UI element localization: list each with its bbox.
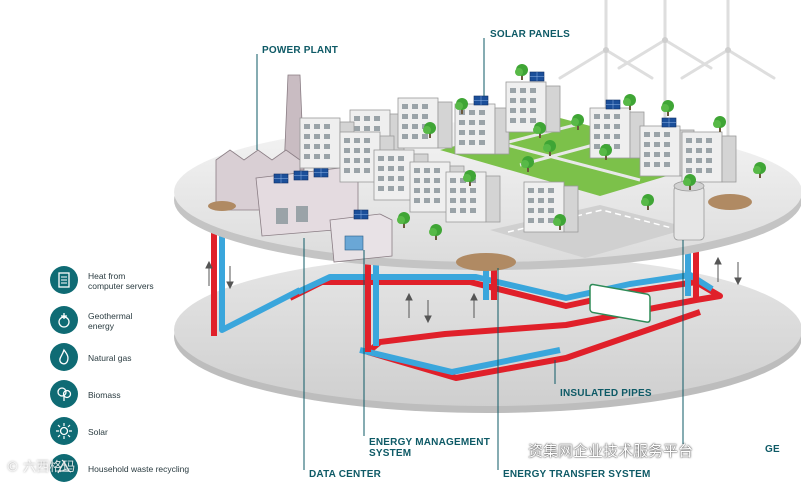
legend-label: Biomass xyxy=(88,390,121,400)
legend-label: Household waste recycling xyxy=(88,464,190,474)
data-center xyxy=(329,209,393,263)
legend-item-solar: Solar xyxy=(50,417,220,447)
pipe-network xyxy=(211,200,723,381)
legend-label: Geothermal energy xyxy=(88,311,133,331)
flame-icon xyxy=(50,343,78,371)
geothermal-icon xyxy=(50,306,78,334)
label-data-center: DATA CENTER xyxy=(309,469,382,480)
legend-item-household-waste: Household waste recycling xyxy=(50,454,220,484)
legend-label: Natural gas xyxy=(88,353,132,363)
label-partial-right: GE xyxy=(765,444,780,455)
callout-leaders xyxy=(256,38,684,470)
label-power-plant: POWER PLANT xyxy=(262,45,339,56)
sun-icon xyxy=(50,417,78,445)
label-insulated-pipes: INSULATED PIPES xyxy=(560,388,652,399)
legend-item-server-heat: Heat from computer servers xyxy=(50,266,220,296)
legend-item-geothermal: Geothermal energy xyxy=(50,306,220,336)
legend-label: Solar xyxy=(88,427,108,437)
label-energy-management-system: ENERGY MANAGEMENT SYSTEM xyxy=(369,437,491,459)
recycle-icon xyxy=(50,454,78,482)
legend-item-natural-gas: Natural gas xyxy=(50,343,220,373)
legend-label: Heat from computer servers xyxy=(88,271,154,291)
power-plant xyxy=(215,74,359,237)
flow-arrows xyxy=(205,256,742,324)
legend-item-biomass: Biomass xyxy=(50,380,220,410)
watermark-right: 资集网企业技术服务平台 xyxy=(528,442,694,460)
pipe-entry-points xyxy=(208,194,752,271)
label-energy-transfer-system: ENERGY TRANSFER SYSTEM xyxy=(503,469,651,480)
tree-icon xyxy=(50,380,78,408)
watermark-left: © 六西格玛 xyxy=(6,460,76,475)
label-solar-panels: SOLAR PANELS xyxy=(490,29,570,40)
server-icon xyxy=(50,266,78,294)
